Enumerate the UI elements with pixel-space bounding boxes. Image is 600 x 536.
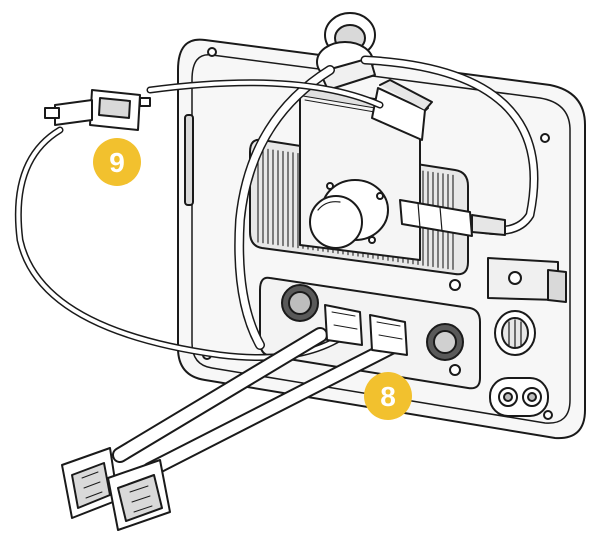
plug-connector-icon	[61, 447, 171, 531]
cable-clip	[371, 79, 433, 141]
side-bracket	[487, 257, 567, 417]
ball-mount-icon	[309, 179, 389, 249]
plug-right	[107, 459, 171, 531]
inline-connector-right	[399, 199, 506, 237]
callout-8-label: 8	[380, 381, 396, 412]
cable-harness	[14, 55, 539, 478]
connector-port-icon	[426, 323, 464, 361]
callout-9-badge: 9	[93, 138, 141, 186]
connector-panel	[259, 276, 481, 390]
top-grommet	[316, 12, 376, 91]
callout-9-label: 9	[109, 147, 125, 178]
dsub-connector	[44, 89, 151, 131]
plug-left	[61, 447, 119, 519]
panel-plugs	[324, 304, 408, 356]
callout-8-badge: 8	[364, 372, 412, 420]
